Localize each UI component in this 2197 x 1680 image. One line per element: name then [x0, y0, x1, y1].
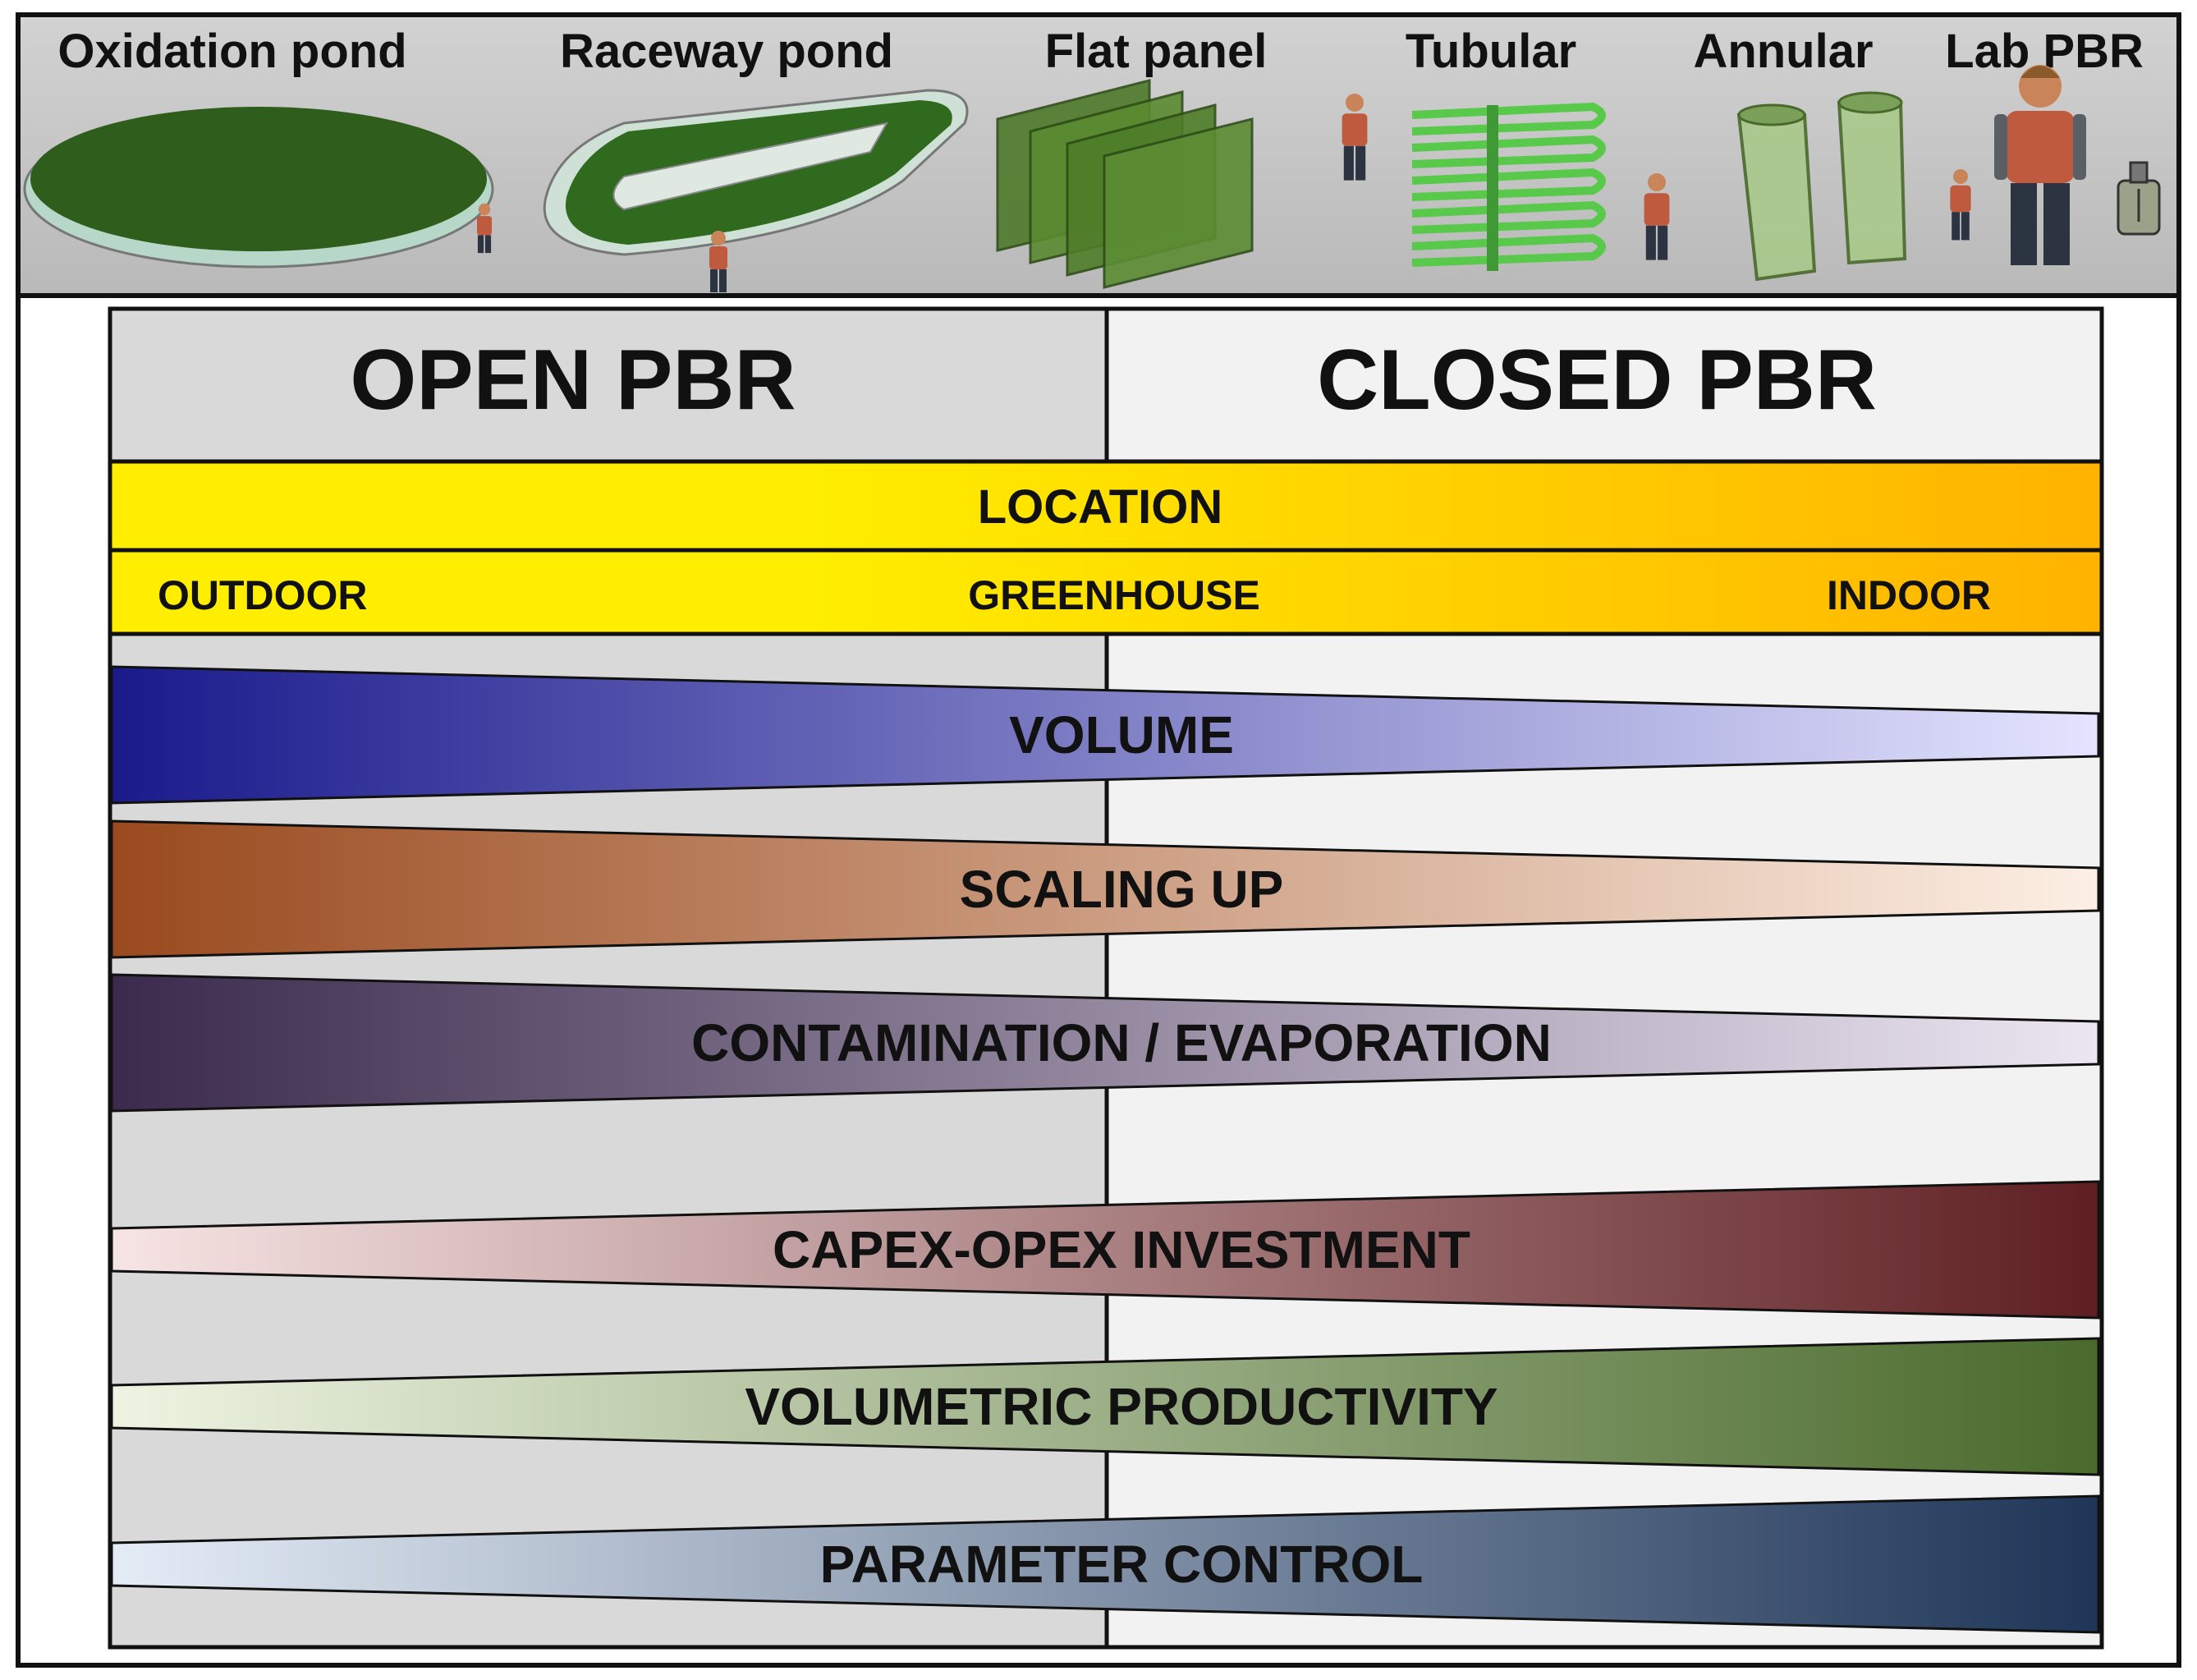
trend-wedge-contamination-evaporation: [110, 973, 2100, 1113]
location-indoor: INDOOR: [1827, 572, 1991, 618]
lab-pbr-illustration: [1950, 65, 2161, 265]
trend-label-scaling-up: SCALING UP: [960, 860, 1284, 919]
location-outdoor: OUTDOOR: [158, 572, 368, 618]
trend-label-contamination-evaporation: CONTAMINATION / EVAPORATION: [691, 1013, 1552, 1072]
bioreactor-label-tubular: Tubular: [1406, 25, 1576, 78]
trend-label-volume: VOLUME: [1009, 705, 1234, 764]
closed-pbr-header: CLOSED PBR: [1317, 333, 1877, 428]
location-band: LOCATION OUTDOOR GREENHOUSE INDOOR: [108, 459, 2104, 636]
bioreactor-label-annular: Annular: [1693, 25, 1873, 78]
bioreactor-label-oxidation-pond: Oxidation pond: [57, 25, 406, 78]
trend-wedges: VOLUME SCALING UP CONTAMINATION / EVAPORAT…: [110, 665, 2100, 1634]
bioreactor-label-raceway-pond: Raceway pond: [560, 25, 893, 78]
oxidation-pond-illustration: [23, 107, 494, 269]
flat-panel-illustration: [996, 79, 1254, 289]
annular-illustration: [1736, 91, 1907, 282]
raceway-pond-illustration: [543, 89, 969, 292]
person-figure-tubular-right: [1644, 173, 1670, 260]
trend-wedge-volume: [110, 665, 2100, 805]
trend-label-volumetric-productivity: VOLUMETRIC PRODUCTIVITY: [745, 1377, 1498, 1436]
person-figure-tubular-left: [1342, 94, 1368, 181]
trend-wedge-parameter-control: [110, 1494, 2100, 1634]
trend-wedge-scaling-up: [110, 819, 2100, 959]
open-pbr-header: OPEN PBR: [350, 333, 796, 428]
location-title: LOCATION: [978, 480, 1223, 534]
bioreactor-label-flat-panel: Flat panel: [1045, 25, 1268, 78]
trend-wedge-volumetric-productivity: [110, 1337, 2100, 1476]
location-title-bar: [108, 459, 2104, 553]
tubular-illustration: [1411, 102, 1606, 271]
trend-wedge-capex-opex-investment: [110, 1180, 2100, 1320]
location-greenhouse: GREENHOUSE: [968, 572, 1260, 618]
bioreactor-type-band: Oxidation pond Raceway pond Flat panel T…: [16, 12, 2181, 298]
trend-label-parameter-control: PARAMETER CONTROL: [820, 1535, 1424, 1594]
comparison-table: OPEN PBR CLOSED PBR LOCATION OUTDOOR GRE…: [108, 306, 2104, 1650]
location-scale-bar: [108, 548, 2104, 636]
trend-label-capex-opex-investment: CAPEX-OPEX INVESTMENT: [773, 1220, 1470, 1279]
